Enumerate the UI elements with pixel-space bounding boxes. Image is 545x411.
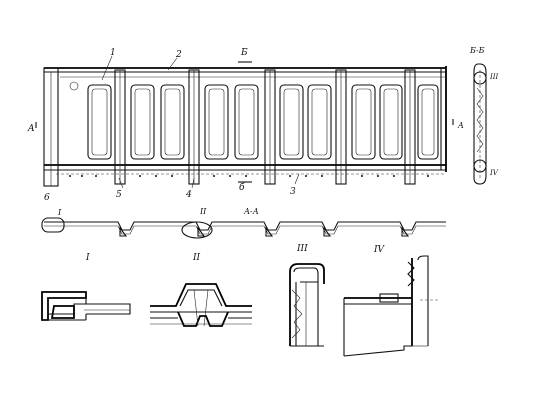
detail-iv-marker: IV — [489, 169, 499, 177]
callout-leaders — [101, 55, 300, 189]
callout-4: 4 — [185, 190, 192, 200]
section-label-b-bottom: б — [239, 182, 245, 193]
main-elevation-view: 1 2 5 4 3 6 A A Б б — [27, 48, 464, 203]
detail-iii-view: III — [289, 244, 325, 347]
callout-5: 5 — [116, 190, 122, 200]
section-aa-title: А-А — [243, 207, 259, 216]
detail-i-label: I — [85, 253, 90, 263]
rivet-row — [69, 175, 429, 177]
callout-6: 6 — [44, 193, 50, 203]
section-bb-title: Б-Б — [469, 46, 485, 55]
detail-i-view: I — [41, 253, 131, 321]
callout-3: 3 — [290, 187, 296, 197]
detail-iii-label: III — [296, 244, 308, 254]
section-label-a-right: A — [457, 121, 464, 130]
vertical-posts — [114, 69, 416, 185]
section-aa-strip: А-А I II — [41, 207, 446, 239]
callout-2: 2 — [175, 50, 182, 60]
section-bb-view: Б-Б III IV — [469, 46, 499, 185]
callout-1: 1 — [110, 48, 116, 58]
detail-iii-marker: III — [489, 73, 499, 81]
section-label-b-top: Б — [240, 48, 248, 58]
detail-i-marker: I — [57, 208, 62, 217]
detail-iv-view: IV — [343, 245, 440, 357]
corrugation-panels — [87, 84, 439, 160]
detail-ii-view: II — [150, 253, 252, 327]
detail-ii-label: II — [192, 253, 201, 263]
detail-iv-label: IV — [373, 245, 386, 255]
section-label-a-left: A — [27, 124, 35, 134]
detail-ii-marker: II — [199, 207, 207, 216]
section-cut-arrows — [35, 61, 454, 183]
